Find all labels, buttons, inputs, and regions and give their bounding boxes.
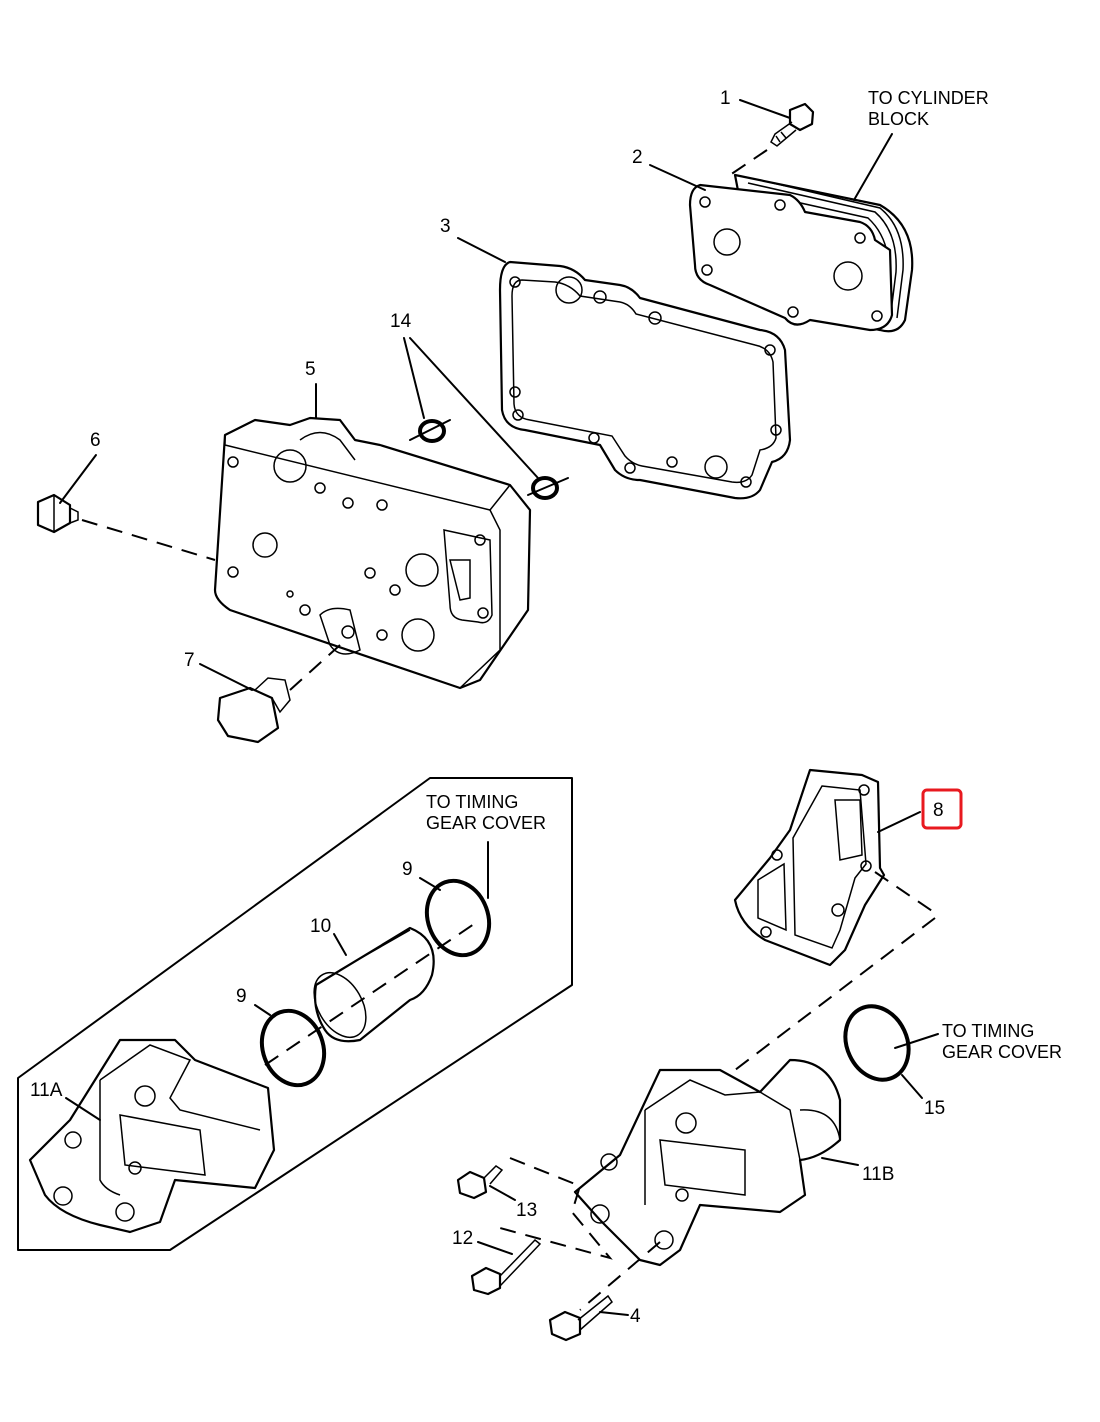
o-ring-14-upper — [418, 419, 446, 443]
note-to-cylinder-block-line2: BLOCK — [868, 109, 929, 129]
label-part-8: 8 — [933, 800, 944, 821]
bolt-12 — [470, 1238, 542, 1296]
oil-filter-10 — [313, 926, 435, 1043]
leader-lines-box — [65, 841, 489, 1121]
label-part-2: 2 — [632, 147, 643, 168]
oil-cooler-element — [688, 173, 914, 333]
label-part-15: 15 — [924, 1098, 945, 1119]
o-ring-9-upper — [424, 878, 492, 958]
label-part-11a: 11A — [30, 1080, 63, 1101]
o-ring-14-lower — [531, 476, 559, 500]
cooler-gasket — [498, 260, 792, 500]
o-ring-15 — [843, 1004, 911, 1082]
leader-lines-right — [477, 811, 939, 1316]
label-part-12: 12 — [452, 1228, 473, 1249]
label-part-9-upper: 9 — [402, 859, 413, 880]
filter-head-11a — [28, 1038, 276, 1234]
label-part-1: 1 — [720, 88, 731, 109]
note-to-timing-gear-cover-b-line2: GEAR COVER — [942, 1042, 1062, 1062]
plug-6 — [36, 493, 216, 561]
label-part-4: 4 — [630, 1306, 641, 1327]
label-part-11b: 11B — [862, 1164, 894, 1185]
note-to-cylinder-block-line1: TO CYLINDER — [868, 88, 989, 108]
label-part-6: 6 — [90, 430, 101, 451]
note-to-timing-gear-cover-b-line1: TO TIMING — [942, 1021, 1034, 1041]
highlight-box-part-8 — [921, 788, 963, 830]
label-part-13: 13 — [516, 1200, 537, 1221]
plug-7 — [216, 644, 341, 744]
label-part-10: 10 — [310, 916, 331, 937]
label-part-7: 7 — [184, 650, 195, 671]
leader-lines-top — [59, 99, 893, 691]
bolt-1 — [729, 102, 815, 176]
bolt-13 — [456, 1157, 613, 1260]
label-part-14: 14 — [390, 311, 412, 332]
label-part-5: 5 — [305, 359, 316, 380]
bolt-4 — [548, 1294, 613, 1342]
o-ring-9-lower — [259, 1008, 327, 1088]
label-part-3: 3 — [440, 216, 451, 237]
label-part-9-lower: 9 — [236, 986, 247, 1007]
note-to-timing-gear-cover-a-line2: GEAR COVER — [426, 813, 546, 833]
inset-box — [17, 777, 573, 1251]
note-to-timing-gear-cover-a-line1: TO TIMING — [426, 792, 518, 812]
oil-cooler-housing — [213, 416, 532, 690]
filter-head-11b — [573, 1058, 842, 1311]
filter-head-gasket-8 — [733, 768, 939, 1071]
